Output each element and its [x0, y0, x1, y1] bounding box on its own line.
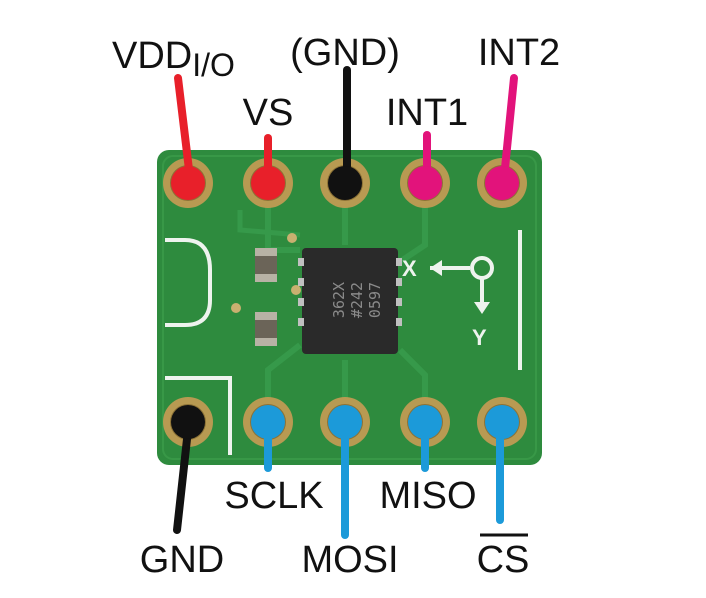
bottom-pin-2: [243, 397, 293, 472]
bottom-pin-3: [320, 397, 370, 539]
bottom-pin-dot-2: [251, 405, 285, 439]
pin-label-int1: INT1: [386, 92, 468, 134]
top-pin-3: [320, 66, 370, 208]
bottom-leader-line-1: [173, 426, 192, 534]
silkscreen-markings: X Y: [165, 230, 522, 455]
capacitor-top: [255, 248, 277, 282]
top-pin-dot-4: [408, 166, 442, 200]
breakout-board: X Y: [157, 150, 542, 465]
top-pin-dot-1: [171, 166, 205, 200]
accelerometer-chip: 362X #242 0597: [298, 248, 402, 354]
pin-label-gnd-top: (GND): [290, 32, 400, 74]
pin-label-cs: CS: [477, 539, 530, 581]
chip-marking-3: 0597: [366, 282, 384, 318]
bottom-pin-dot-4: [408, 405, 442, 439]
top-pin-dot-2: [251, 166, 285, 200]
top-pin-2: [243, 134, 293, 208]
bottom-pin-5: [477, 397, 527, 524]
bottom-pin-dot-3: [328, 405, 362, 439]
bottom-pin-1: [163, 397, 213, 534]
chip-marking-1: 362X: [330, 282, 348, 318]
pin-label-int2: INT2: [478, 32, 560, 74]
bottom-pin-4: [400, 397, 450, 472]
pin-label-sclk: SCLK: [224, 475, 323, 517]
pin-label-gnd: GND: [140, 539, 224, 581]
top-pin-dot-5: [485, 166, 519, 200]
pin-label-miso: MISO: [379, 475, 476, 517]
top-pin-5: [477, 74, 527, 208]
top-pin-1: [163, 74, 213, 208]
pin-label-vs: VS: [243, 92, 294, 134]
top-pin-dot-3: [328, 166, 362, 200]
pins-layer: [163, 66, 527, 539]
pin-label-vddio-main: VDD: [112, 35, 192, 77]
bottom-pin-dot-5: [485, 405, 519, 439]
top-leader-line-5: [500, 74, 518, 182]
bottom-pin-dot-1: [171, 405, 205, 439]
top-leader-line-1: [174, 74, 194, 182]
pin-label-mosi: MOSI: [301, 539, 398, 581]
bottom-pin-labels: GND SCLK MOSI MISO CS: [140, 475, 530, 581]
x-axis-label: X: [402, 256, 417, 281]
y-axis-label: Y: [472, 325, 487, 350]
capacitor-bottom: [255, 312, 277, 346]
chip-marking-2: #242: [348, 282, 366, 318]
pin-label-vddio-sub: I/O: [192, 47, 235, 83]
pin-label-vddio: VDDI/O: [112, 35, 235, 83]
top-pin-4: [400, 131, 450, 208]
top-pin-labels: VDDI/O VS (GND) INT1 INT2: [112, 32, 560, 134]
